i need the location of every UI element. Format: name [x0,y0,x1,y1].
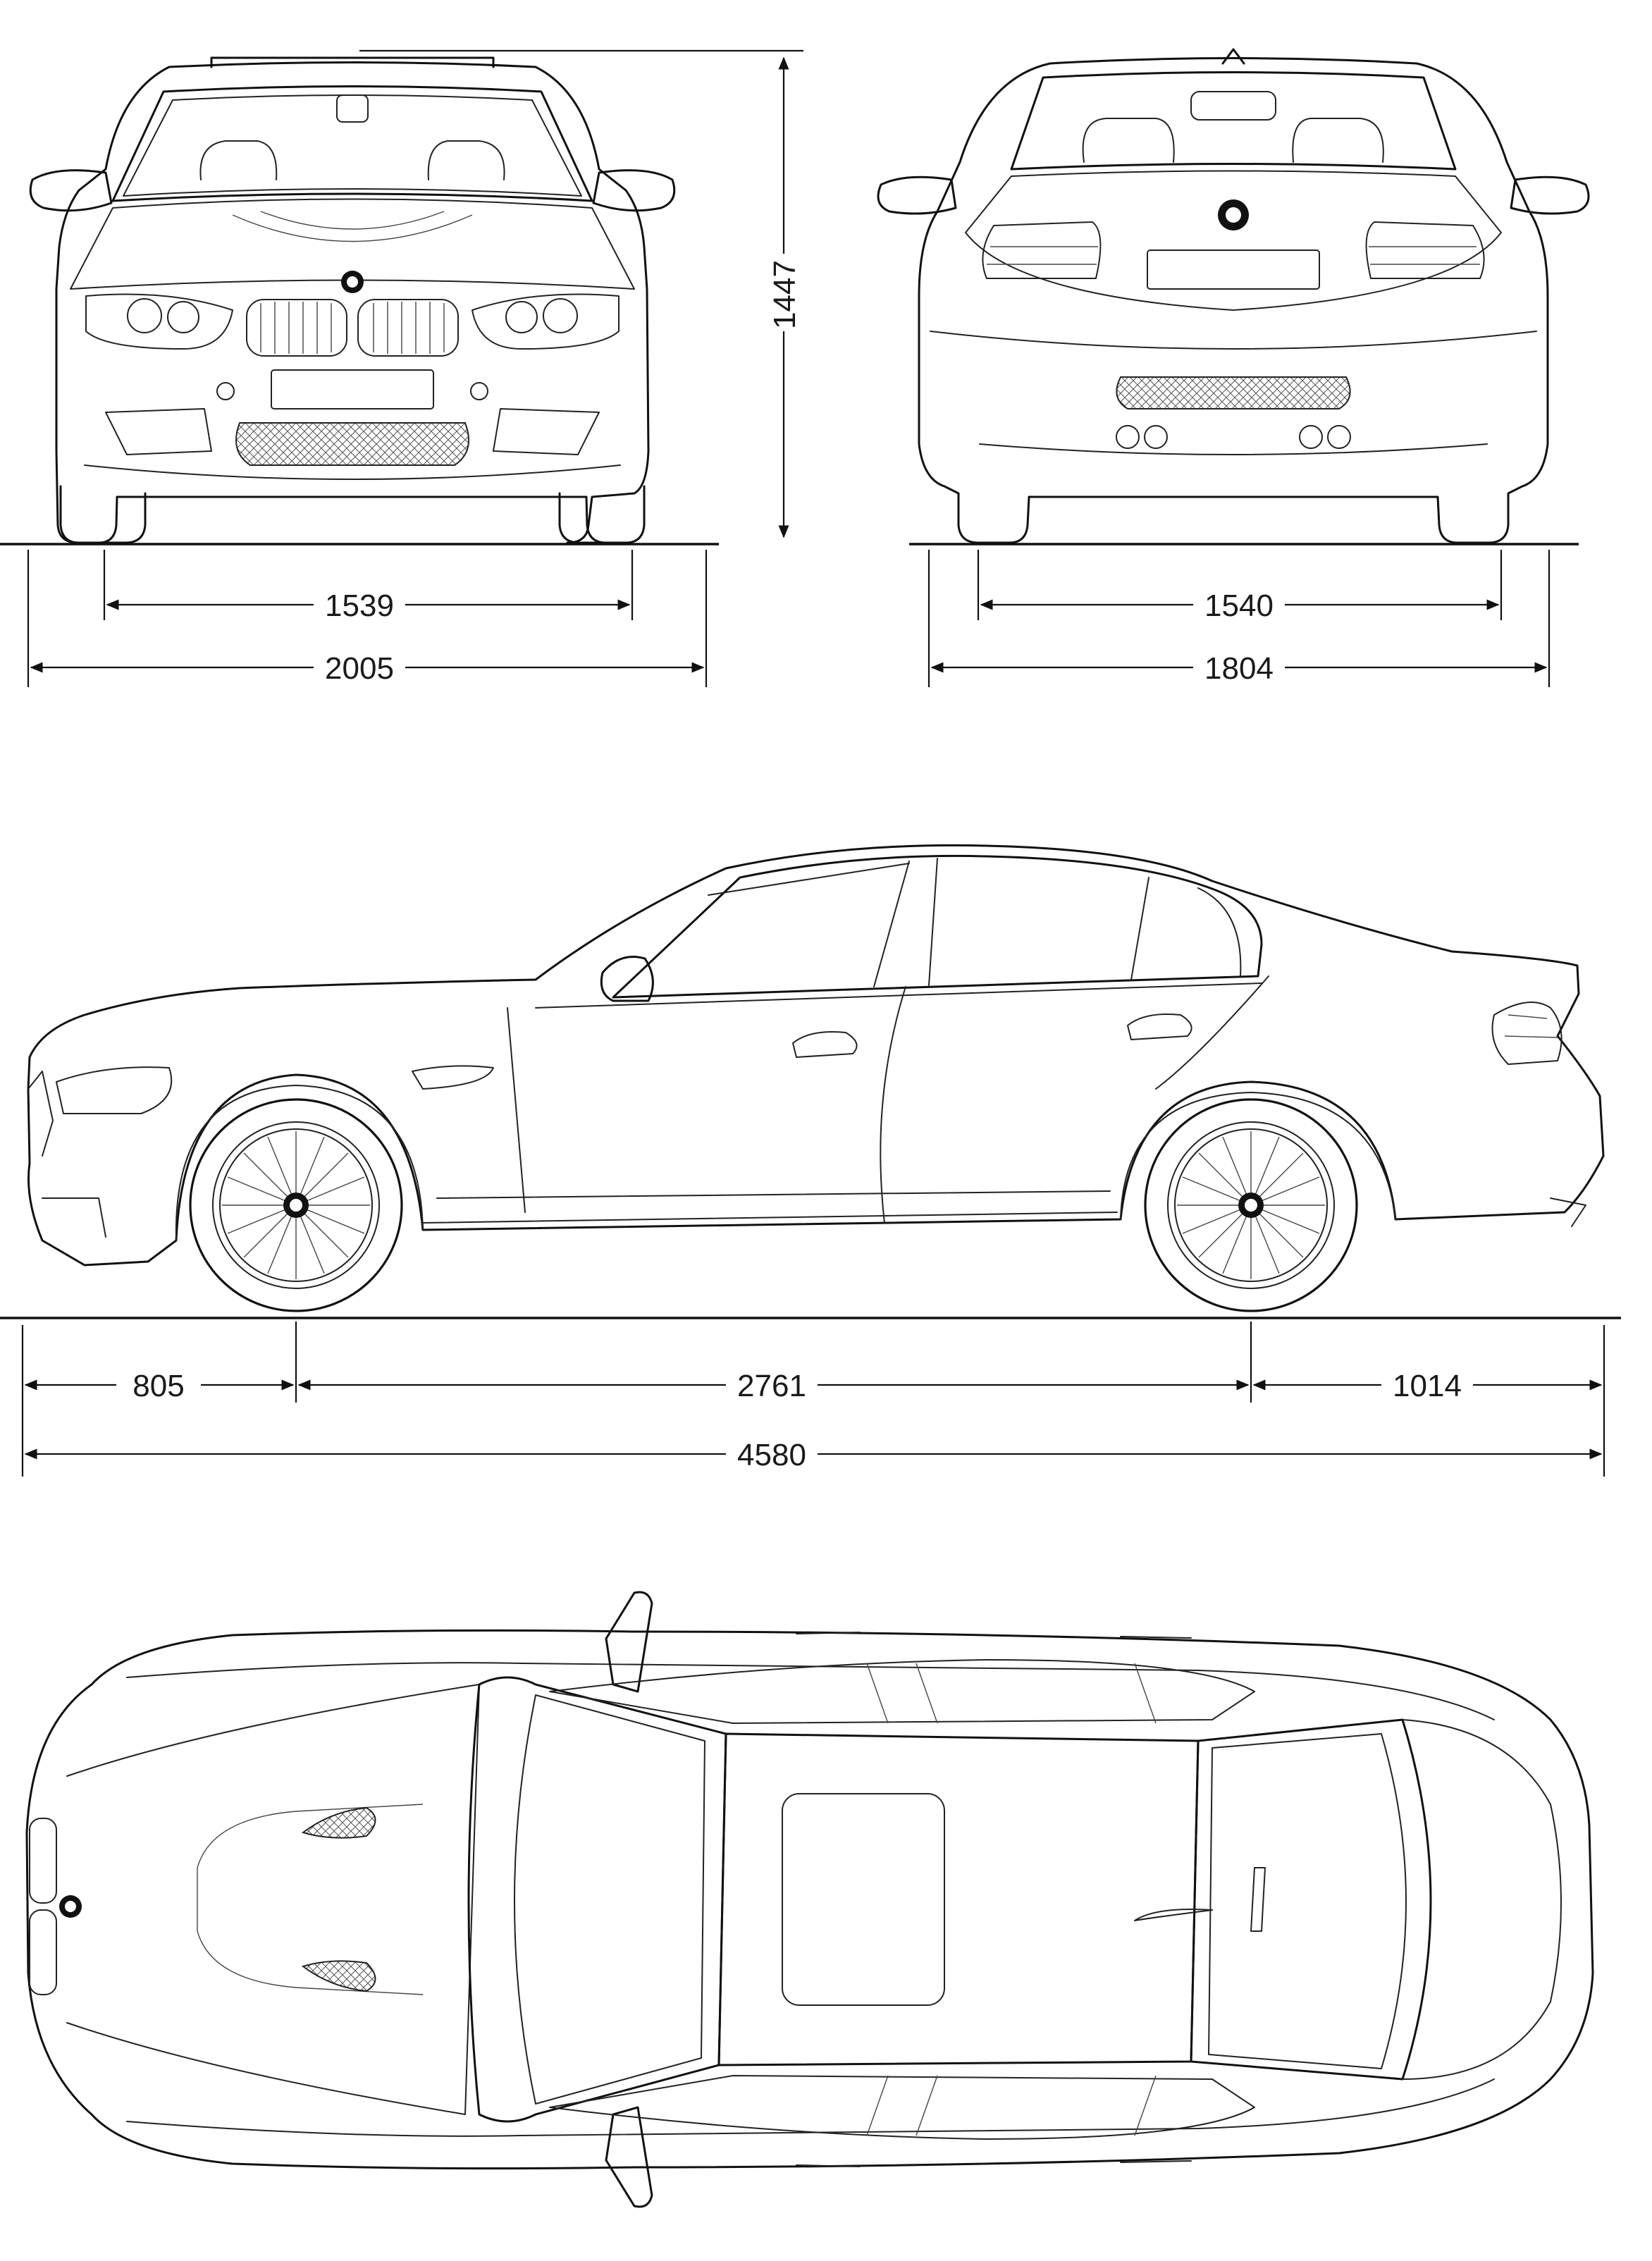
front-width-dimensions: 1539 2005 [27,550,708,687]
length-label: 4580 [737,1438,806,1472]
side-view [27,844,1605,1312]
front-wheel [189,1098,403,1312]
length-dimensions: 805 2761 1014 4580 [21,1322,1605,1477]
rear-overhang-label: 1014 [1393,1369,1462,1403]
height-label: 1447 [768,260,802,329]
front-overhang-label: 805 [132,1369,184,1403]
width-label: 1804 [1204,651,1274,686]
top-view [25,1591,1594,2208]
rear-width-dimensions: 1540 1804 [927,550,1551,687]
wheelbase-label: 2761 [737,1369,806,1403]
width-with-mirrors-label: 2005 [325,651,394,686]
rear-wheel [1144,1098,1358,1312]
front-track-label: 1539 [325,589,394,623]
height-dimension: 1447 [359,49,803,538]
rear-track-label: 1540 [1204,589,1274,623]
front-view [29,56,676,544]
rear-view [877,48,1590,544]
